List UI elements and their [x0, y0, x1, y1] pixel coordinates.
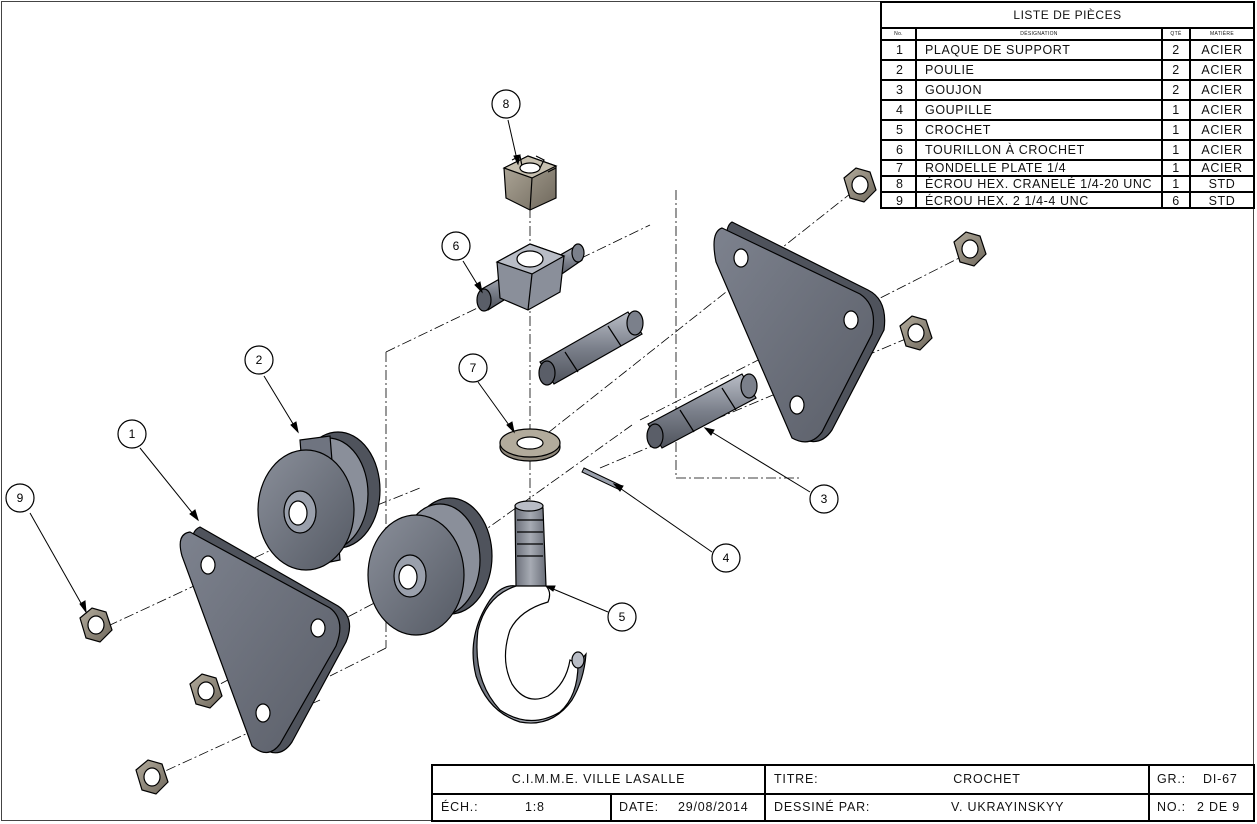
title-block: C.I.M.M.E. VILLE LASALLE TITRE: CROCHET …: [431, 764, 1255, 822]
support-plate-left: [179, 526, 351, 754]
item-material: ACIER: [1201, 43, 1243, 57]
item-designation: ÉCROU HEX. 2 1/4-4 UNC: [917, 193, 1163, 209]
item-material: ACIER: [1201, 103, 1243, 117]
item-number: 6: [882, 141, 917, 159]
item-designation: RONDELLE PLATE 1/4: [917, 161, 1163, 175]
support-plate-right: [713, 221, 886, 443]
parts-list-title: LISTE DE PIÈCES: [882, 3, 1253, 29]
stud-lower: [646, 373, 758, 449]
balloon-labels: 1 2 3 4 5 6 7 8 9: [17, 97, 828, 624]
scale-label: ÉCH.:: [441, 800, 479, 814]
item-material: ACIER: [1201, 161, 1243, 175]
balloons: [5, 89, 839, 632]
hex-nut: [189, 673, 223, 709]
item-number: 4: [882, 101, 917, 119]
item-designation: POULIE: [917, 61, 1163, 79]
item-designation: CROCHET: [917, 121, 1163, 139]
header-material: MATIÈRE: [1210, 31, 1234, 37]
header-designation: DÉSIGNATION: [917, 29, 1163, 39]
item-number: 3: [882, 81, 917, 99]
hook: [472, 500, 587, 724]
item-quantity: 1: [1163, 101, 1191, 119]
school-name: C.I.M.M.E. VILLE LASALLE: [511, 772, 686, 786]
item-quantity: 2: [1163, 41, 1191, 59]
item-designation: ÉCROU HEX. CRANELÉ 1/4-20 UNC: [917, 177, 1163, 191]
item-quantity: 1: [1163, 177, 1191, 191]
title-value: CROCHET: [953, 772, 1021, 786]
item-quantity: 6: [1163, 193, 1191, 209]
group-label: GR.:: [1157, 772, 1186, 786]
header-qty: QTÉ: [1163, 29, 1191, 39]
balloon-3: 3: [821, 492, 828, 506]
item-number: 7: [882, 161, 917, 175]
drawn-by-label: DESSINÉ PAR:: [774, 800, 871, 814]
title-label: TITRE:: [774, 772, 819, 786]
hex-nut: [79, 607, 113, 643]
pulley-upper: [257, 431, 381, 571]
item-quantity: 2: [1163, 81, 1191, 99]
balloon-8: 8: [503, 97, 510, 111]
item-designation: GOUJON: [917, 81, 1163, 99]
hex-nut: [953, 231, 987, 267]
item-number: 5: [882, 121, 917, 139]
date-value: 29/08/2014: [678, 800, 749, 814]
stud-upper: [538, 310, 644, 386]
item-material: ACIER: [1201, 63, 1243, 77]
parts-list-table: LISTE DE PIÈCES No. DÉSIGNATION QTÉ MATI…: [880, 1, 1255, 209]
parts-list-header-row: No. DÉSIGNATION QTÉ MATIÈRE: [882, 29, 1253, 41]
sheet-label: NO.:: [1157, 800, 1186, 814]
item-material: ACIER: [1201, 83, 1243, 97]
item-designation: GOUPILLE: [917, 101, 1163, 119]
hook-trunnion: [476, 243, 585, 312]
date-label: DATE:: [619, 800, 659, 814]
item-quantity: 1: [1163, 161, 1191, 175]
drawn-by-value: V. UKRAYINSKYY: [951, 800, 1065, 814]
hex-nut: [135, 759, 169, 795]
item-material: STD: [1208, 194, 1236, 208]
item-number: 2: [882, 61, 917, 79]
scale-value: 1:8: [525, 800, 545, 814]
balloon-7: 7: [470, 361, 477, 375]
item-number: 8: [882, 177, 917, 191]
item-material: ACIER: [1201, 123, 1243, 137]
sheet-value: 2 DE 9: [1197, 800, 1241, 814]
balloon-9: 9: [17, 491, 24, 505]
group-value: DI-67: [1203, 772, 1238, 786]
header-no: No.: [882, 29, 917, 39]
hex-nut: [843, 167, 877, 203]
castle-nut: [502, 155, 558, 211]
balloon-1: 1: [129, 427, 136, 441]
item-number: 9: [882, 193, 917, 209]
item-material: STD: [1208, 177, 1236, 191]
item-material: ACIER: [1201, 143, 1243, 157]
item-designation: PLAQUE DE SUPPORT: [917, 41, 1163, 59]
balloon-6: 6: [453, 239, 460, 253]
item-quantity: 2: [1163, 61, 1191, 79]
item-quantity: 1: [1163, 121, 1191, 139]
item-number: 1: [882, 41, 917, 59]
leader-lines: [29, 119, 811, 614]
item-quantity: 1: [1163, 141, 1191, 159]
item-designation: TOURILLON À CROCHET: [917, 141, 1163, 159]
hex-nut: [899, 315, 933, 351]
balloon-5: 5: [619, 610, 626, 624]
balloon-4: 4: [723, 551, 730, 565]
hex-nuts: [79, 167, 987, 795]
flat-washer: [499, 428, 561, 462]
pulley-lower: [367, 497, 493, 636]
balloon-2: 2: [256, 353, 263, 367]
